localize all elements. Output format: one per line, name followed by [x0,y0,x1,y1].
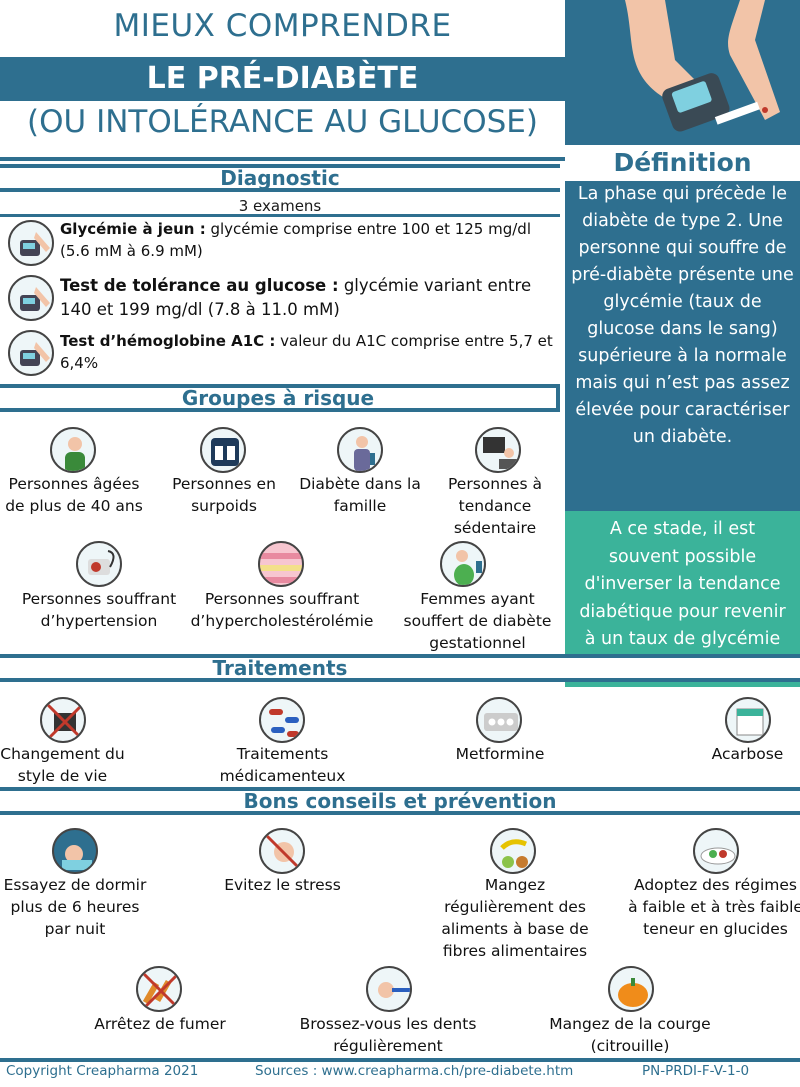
family-icon [337,427,383,473]
risk-label-1: Personnes âgées de plus de 40 ans [5,475,143,515]
blood-test-icon [8,330,54,376]
treatments-section-bar: Traitements [0,654,800,682]
blood-pressure-icon [76,541,122,587]
risk-heading: Groupes à risque [181,386,375,410]
stressed-person-icon [259,828,305,874]
treatment-label-4: Acarbose [711,745,784,763]
medicine-box-icon [725,697,771,743]
glucose-meter-illustration [565,0,800,145]
exam-3-title: Test d’hémoglobine A1C : [60,332,276,350]
fiber-food-icon [490,828,536,874]
tips-heading: Bons conseils et prévention [243,789,557,813]
diagnostic-heading: Diagnostic [220,166,340,190]
risk-label-3: Diabète dans la famille [299,475,421,515]
definition-heading: Définition [565,145,800,181]
elderly-person-icon [50,427,96,473]
risk-section-bar: Groupes à risque [0,384,560,412]
pumpkin-icon [608,966,654,1012]
risk-label-4: Personnes à tendance sédentaire [448,475,542,537]
exam-item-1: Glycémie à jeun : glycémie comprise entr… [60,218,555,262]
tip-label-3: Mangez régulièrement des aliments à base… [441,876,589,960]
treatment-label-1: Changement du style de vie [0,745,125,785]
pregnant-woman-icon [440,541,486,587]
tip-label-7: Mangez de la courge (citrouille) [549,1015,711,1055]
healthy-plate-icon [693,828,739,874]
sleeping-person-icon [52,828,98,874]
exam-1-detail: glycémie comprise entre 100 et 125 mg/dl… [60,220,531,260]
footer-code: PN-PRDI-F-V-1-0 [642,1063,750,1079]
glucose-meter-icon [8,275,54,321]
diagnostic-section-bar: Diagnostic [0,164,560,192]
title-line-1: MIEUX COMPRENDRE [113,8,452,44]
treatments-heading: Traitements [212,656,348,680]
risk-label-6: Personnes souffrant d’hypercholestérolém… [190,590,374,630]
pills-icon [259,697,305,743]
tip-label-1: Essayez de dormir plus de 6 heures par n… [3,876,147,938]
footer-bar [0,1058,800,1062]
exam-2-title: Test de tolérance au glucose : [60,276,339,295]
treatment-label-2: Traitements médicamenteux [219,745,346,785]
footer-sources: Sources : www.creapharma.ch/pre-diabete.… [255,1063,574,1079]
tips-section-bar: Bons conseils et prévention [0,787,800,815]
tip-label-2: Evitez le stress [224,876,341,894]
title-line-2: LE PRÉ-DIABÈTE [0,57,565,101]
cholesterol-icon [258,541,304,587]
title-line-3: (OU INTOLÉRANCE AU GLUCOSE) [27,104,538,140]
toothbrush-icon [366,966,412,1012]
risk-label-7: Femmes ayant souffert de diabète gestati… [403,590,552,652]
risk-label-5: Personnes souffrant d’hypertension [21,590,177,630]
risk-label-2: Personnes en surpoids [172,475,276,515]
sedentary-icon [475,427,521,473]
no-smoking-lifestyle-icon [40,697,86,743]
no-smoking-icon [136,966,182,1012]
scale-icon [200,427,246,473]
tip-label-6: Brossez-vous les dents régulièrement [299,1015,477,1055]
definition-text: La phase qui précède le diabète de type … [565,181,800,511]
exam-3-detail: valeur du A1C comprise entre 5,7 et 6,4% [60,332,553,372]
title-underline [0,157,565,161]
tip-label-4: Adoptez des régimes à faible et à très f… [628,876,800,938]
diagnostic-subheading: 3 examens [0,197,560,217]
exam-item-2: Test de tolérance au glucose : glycémie … [60,274,555,322]
tip-label-5: Arrêtez de fumer [94,1015,226,1033]
footer-copyright: Copyright Creapharma 2021 [6,1063,199,1079]
treatment-label-3: Metformine [455,745,545,763]
exam-item-3: Test d’hémoglobine A1C : valeur du A1C c… [60,330,555,374]
exam-2-detail: glycémie variant entre 140 et 199 mg/dl … [60,276,532,319]
exam-1-title: Glycémie à jeun : [60,220,206,238]
blister-pack-icon [476,697,522,743]
finger-prick-icon [8,220,54,266]
